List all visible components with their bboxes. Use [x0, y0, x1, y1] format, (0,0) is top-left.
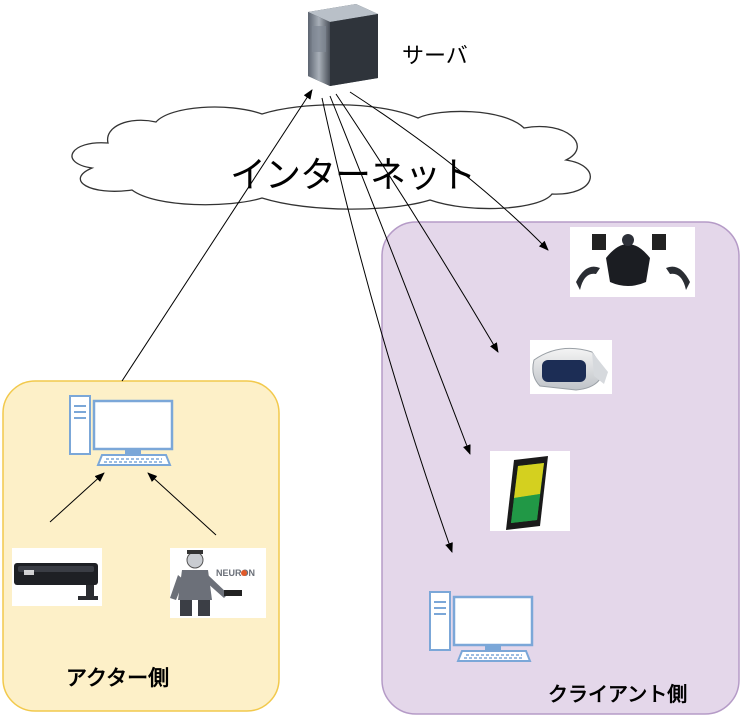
arrow-server-to-tablet	[329, 95, 471, 455]
arrow-kinect-to-pc	[49, 472, 105, 523]
kinect-sensor-icon	[12, 548, 102, 606]
android-tablet-icon	[490, 451, 570, 531]
client-side-label: クライアント側	[548, 682, 688, 706]
neuron-logo: NEURON	[216, 568, 255, 578]
server-label: サーバ	[402, 44, 468, 69]
internet-label: インターネット	[230, 155, 476, 196]
internet-cloud	[71, 104, 591, 210]
desktop-computer-icon	[69, 395, 174, 466]
vive-vr-headset-icon	[570, 227, 695, 297]
actor-side-panel	[2, 380, 280, 712]
actor-side-label: アクター側	[66, 666, 170, 690]
arrow-neuron-to-pc	[147, 472, 217, 536]
desktop-computer-icon	[429, 591, 534, 662]
gear-vr-headset-icon	[530, 340, 612, 394]
server-tower-icon	[308, 4, 378, 86]
arrow-server-to-vive	[349, 91, 549, 251]
motion-capture-suit-icon: NEURON	[170, 548, 266, 618]
arrow-server-to-client-pc	[321, 97, 453, 553]
arrow-actor-to-server	[121, 89, 313, 382]
arrow-server-to-gearvr	[335, 93, 499, 353]
